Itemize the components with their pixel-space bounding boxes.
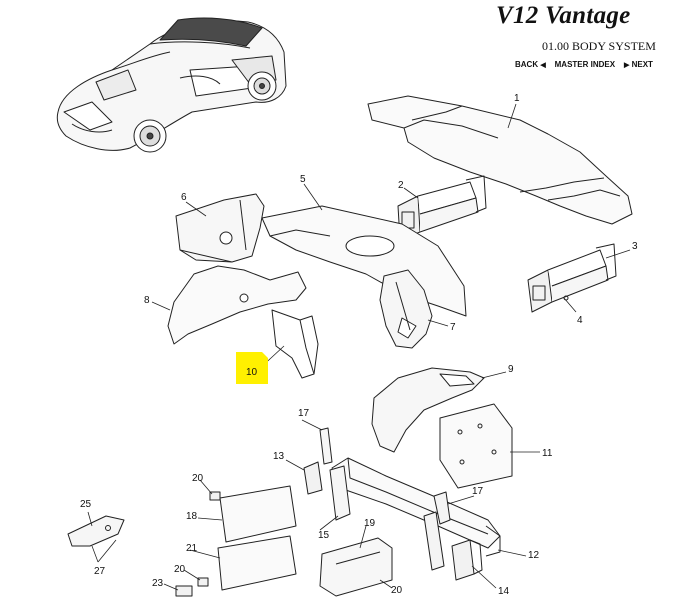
part-19-bracket xyxy=(319,537,393,597)
arrow-left-icon: ◀ xyxy=(540,62,546,69)
part-21-panel xyxy=(217,535,297,591)
callout-6: 6 xyxy=(181,192,187,203)
callout-27: 27 xyxy=(94,566,106,577)
callout-20: 20 xyxy=(391,585,403,596)
next-link[interactable]: NEXT xyxy=(631,60,653,69)
part-17-bracket xyxy=(423,491,451,571)
callout-20: 20 xyxy=(192,473,204,484)
part-12-side-rail xyxy=(331,457,501,557)
arrow-right-icon: ▶ xyxy=(623,62,630,69)
part-3-bracket xyxy=(527,243,617,313)
callout-3: 3 xyxy=(632,241,638,252)
master-index-link[interactable]: MASTER INDEX xyxy=(554,60,616,69)
part-6-panel xyxy=(175,193,265,263)
callout-23: 23 xyxy=(152,578,164,589)
part-2-bracket xyxy=(397,175,487,241)
part-20-clip xyxy=(197,577,209,587)
callout-14: 14 xyxy=(498,586,510,597)
callout-19: 19 xyxy=(364,518,376,529)
callout-11: 11 xyxy=(542,448,553,459)
back-link[interactable]: BACK xyxy=(515,60,539,69)
callout-2: 2 xyxy=(398,180,404,191)
callout-18: 18 xyxy=(186,511,198,522)
part-9-wheel-arch xyxy=(371,367,485,453)
callout-21: 21 xyxy=(186,543,198,554)
callout-9: 9 xyxy=(508,364,514,375)
highlight-box xyxy=(236,352,268,384)
callout-4: 4 xyxy=(577,315,583,326)
callout-17: 17 xyxy=(298,408,310,419)
callout-8: 8 xyxy=(144,295,150,306)
callout-20: 20 xyxy=(174,564,186,575)
part-20-clip xyxy=(209,491,221,501)
callout-5: 5 xyxy=(300,174,306,185)
part-8-lower-panel xyxy=(167,265,307,345)
part-13-bracket xyxy=(303,461,323,495)
part-18-panel xyxy=(219,485,297,543)
car-illustration xyxy=(56,17,287,153)
part-1-rear-floor-panel xyxy=(367,95,633,225)
part-23-clip xyxy=(175,585,193,597)
callout-12: 12 xyxy=(528,550,540,561)
part-15-bracket xyxy=(319,427,351,521)
callout-7: 7 xyxy=(450,322,456,333)
callout-15: 15 xyxy=(318,530,330,541)
part-7-side-bracket xyxy=(379,269,433,349)
callout-10: 10 xyxy=(246,367,258,378)
nav-bar: BACK ◀ MASTER INDEX ▶ NEXT xyxy=(515,60,653,69)
callout-1: 1 xyxy=(514,93,520,104)
section-title: 01.00 BODY SYSTEM xyxy=(542,39,656,53)
callout-13: 13 xyxy=(273,451,285,462)
part-11-plate xyxy=(439,403,513,489)
callout-25: 25 xyxy=(80,499,92,510)
part-14-block xyxy=(451,539,483,581)
callout-17: 17 xyxy=(472,486,484,497)
part-25-bracket xyxy=(67,515,125,547)
part-10-bracket xyxy=(271,309,319,379)
brand-logo: V12 Vantage xyxy=(496,2,631,29)
